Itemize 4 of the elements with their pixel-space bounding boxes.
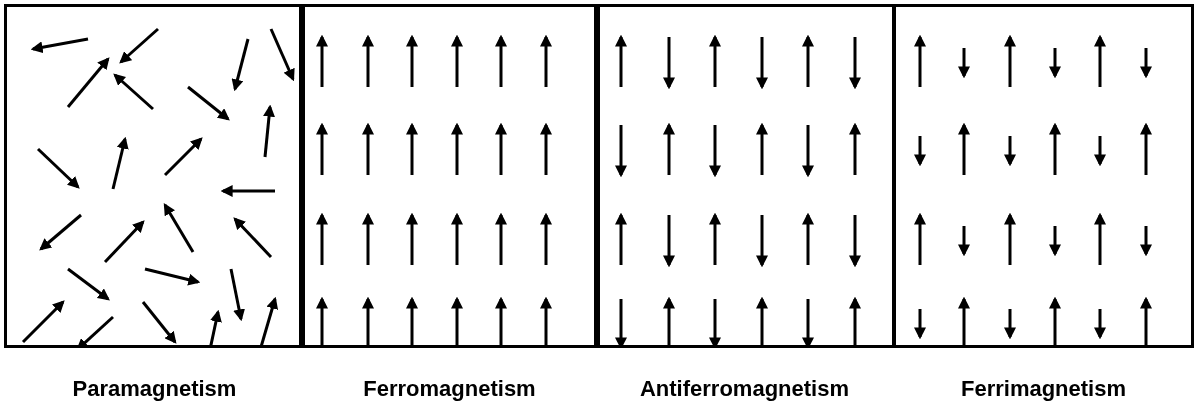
panel-label: Paramagnetism <box>72 375 237 403</box>
panel-label: Ferrimagnetism <box>960 375 1127 403</box>
panel-label: Antiferromagnetism <box>639 375 849 403</box>
panel-label: Ferromagnetism <box>363 375 536 403</box>
